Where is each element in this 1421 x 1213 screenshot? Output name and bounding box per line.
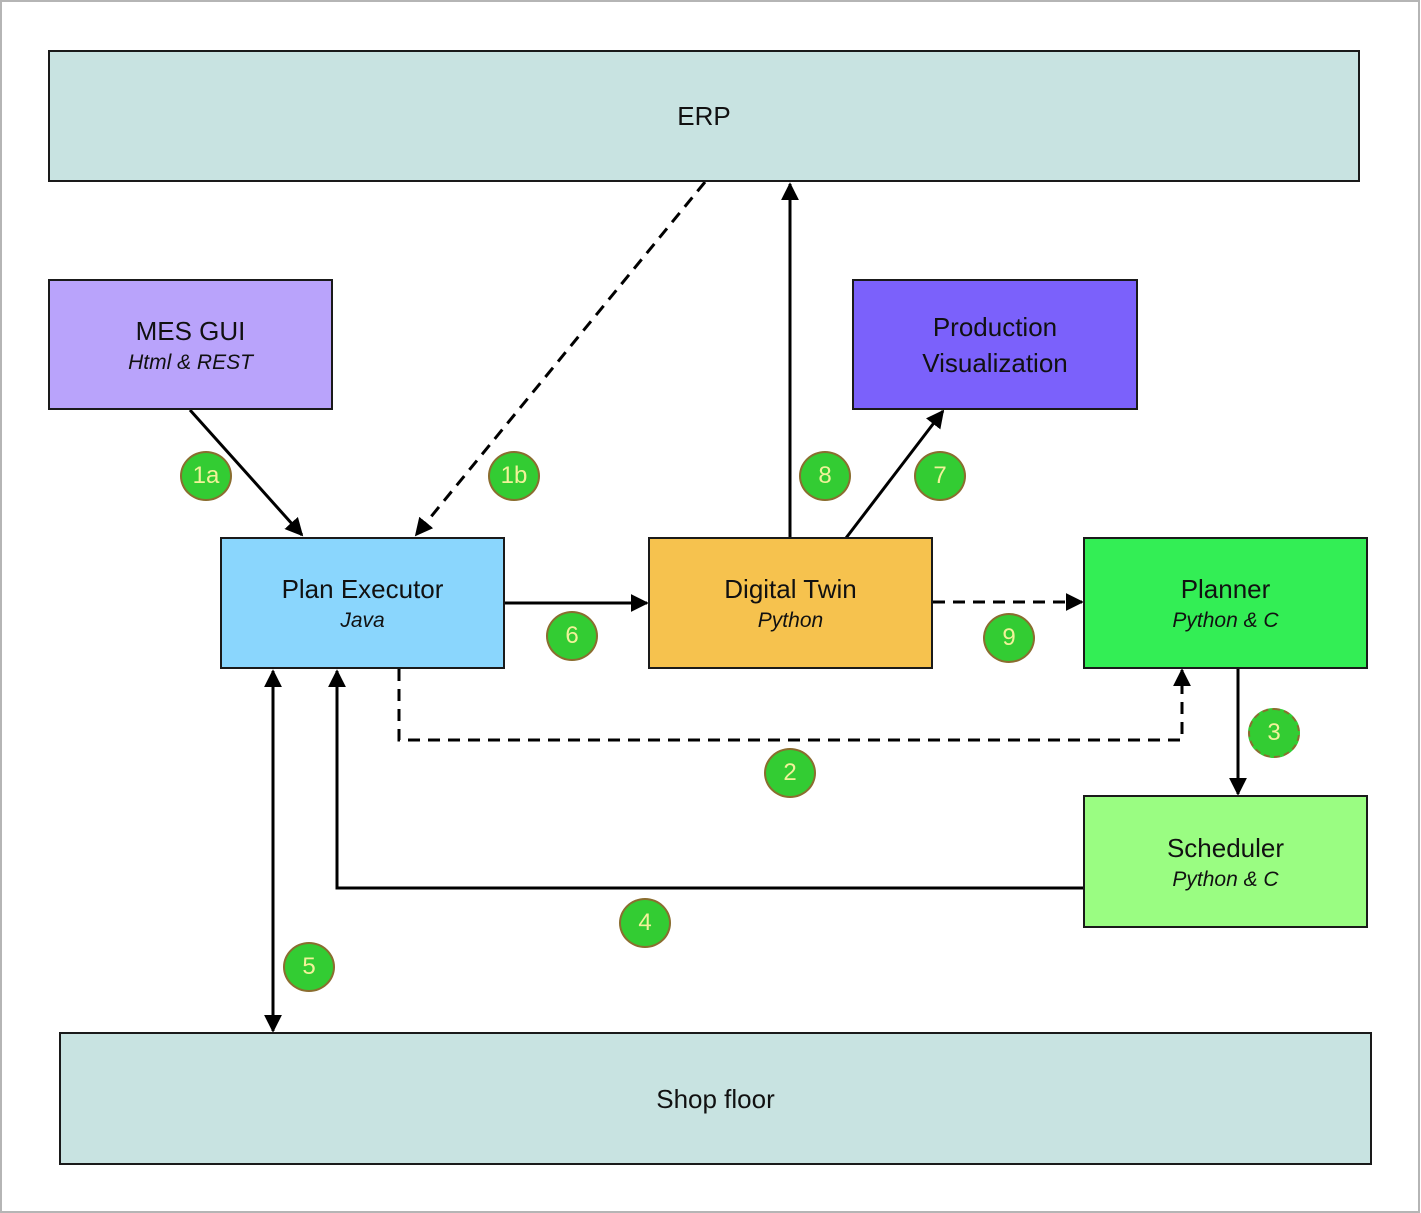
- node-mes-gui-subtitle: Html & REST: [128, 350, 253, 374]
- edge-2: [397, 668, 1191, 742]
- node-shop-floor-title: Shop floor: [656, 1083, 775, 1114]
- node-planner-title: Planner: [1180, 574, 1271, 604]
- node-plan-executor-title: Plan Executor: [281, 574, 444, 604]
- edge-1b: [414, 181, 707, 537]
- node-plan-executor-subtitle: Java: [340, 609, 385, 632]
- node-scheduler-title: Scheduler: [1166, 832, 1285, 863]
- node-planner-subtitle: Python & C: [1172, 609, 1279, 632]
- node-production-visualization-title: Production Visualization: [922, 311, 1068, 378]
- node-plan-executor: Plan Executor Java: [220, 537, 505, 669]
- edge-label-1a: 1a: [180, 451, 232, 501]
- node-digital-twin-title: Digital Twin: [724, 574, 857, 604]
- edge-label-6: 6: [546, 611, 598, 661]
- edge-label-5: 5: [283, 942, 335, 992]
- node-production-visualization: Production Visualization: [852, 279, 1138, 410]
- edge-4: [328, 669, 1083, 890]
- node-mes-gui-title: MES GUI: [135, 315, 246, 346]
- node-digital-twin: Digital Twin Python: [648, 537, 933, 669]
- edge-label-8: 8: [799, 451, 851, 501]
- node-digital-twin-subtitle: Python: [757, 609, 824, 632]
- edge-label-7: 7: [914, 451, 966, 501]
- node-scheduler-subtitle: Python & C: [1172, 867, 1279, 891]
- edge-7: [844, 409, 945, 539]
- edge-label-3: 3: [1248, 708, 1300, 758]
- node-erp: ERP: [48, 50, 1360, 182]
- edge-1a: [188, 408, 304, 537]
- edge-label-2: 2: [764, 748, 816, 798]
- edge-label-9: 9: [983, 613, 1035, 663]
- node-scheduler: Scheduler Python & C: [1083, 795, 1368, 928]
- edge-label-1b: 1b: [488, 451, 540, 501]
- node-mes-gui: MES GUI Html & REST: [48, 279, 333, 410]
- edge-label-4: 4: [619, 898, 671, 948]
- node-erp-title: ERP: [677, 101, 731, 131]
- node-shop-floor: Shop floor: [59, 1032, 1372, 1165]
- node-planner: Planner Python & C: [1083, 537, 1368, 669]
